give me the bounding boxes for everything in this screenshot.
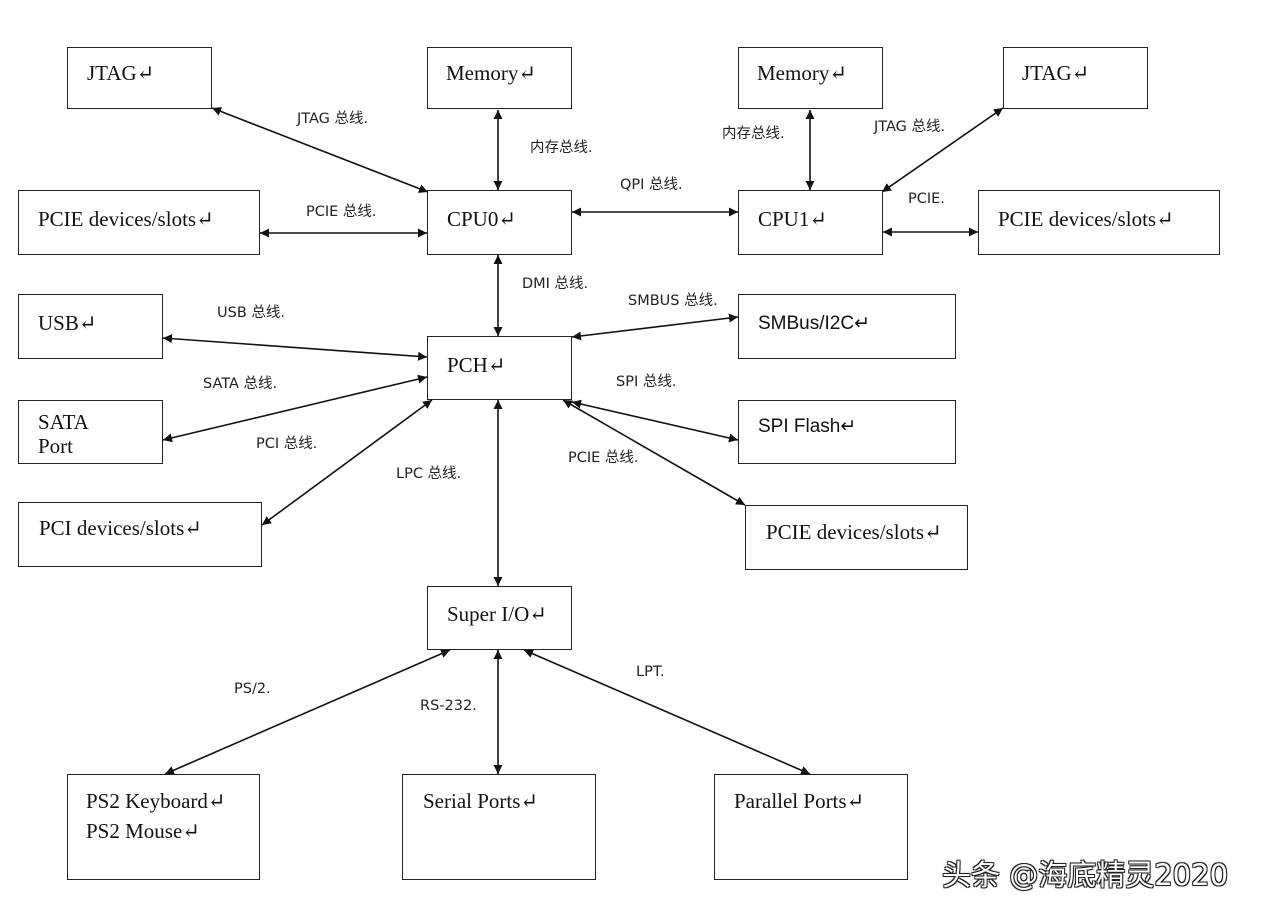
pcie-devices-box-right: PCIE devices/slots↵ xyxy=(978,190,1220,255)
jtag-label: JTAG↵ xyxy=(87,61,155,85)
pcie-label-right: PCIE. xyxy=(908,191,945,207)
sata-port-box: SATA Port xyxy=(18,400,163,464)
memory-label: Memory↵ xyxy=(757,61,847,85)
pch-box: PCH↵ xyxy=(427,336,572,400)
jtag-label: JTAG↵ xyxy=(1022,61,1090,85)
jtag-bus-label-right: JTAG 总线. xyxy=(874,119,946,135)
super-io-box: Super I/O↵ xyxy=(427,586,572,650)
serial-ports-box: Serial Ports↵ xyxy=(402,774,596,880)
usb-pch-link xyxy=(162,334,428,361)
pcie-bus-label-bottom: PCIE 总线. xyxy=(568,450,639,466)
cpu0-box: CPU0↵ xyxy=(427,190,572,255)
pcie-devices-box-bottom: PCIE devices/slots↵ xyxy=(745,505,968,570)
dmi-bus-label: DMI 总线. xyxy=(522,276,589,292)
super-io-label: Super I/O↵ xyxy=(447,602,547,626)
ps2-bus-label: PS/2. xyxy=(234,681,271,697)
pci-bus-label: PCI 总线. xyxy=(256,436,318,452)
spi-flash-label: SPI Flash↵ xyxy=(758,416,857,437)
jtag-box-left: JTAG↵ xyxy=(67,47,212,109)
jtag0-cpu0-link xyxy=(211,107,429,193)
pcie-devices-label: PCIE devices/slots↵ xyxy=(766,520,942,544)
pch-spi-link xyxy=(571,399,739,443)
sata-port-label: SATA Port xyxy=(38,410,89,458)
pcie-devices-label: PCIE devices/slots↵ xyxy=(998,207,1174,231)
pch-pcie-bottom-link xyxy=(562,399,746,506)
parallel-ports-box: Parallel Ports↵ xyxy=(714,774,908,880)
usb-label: USB↵ xyxy=(38,311,97,335)
rs232-bus-label: RS-232. xyxy=(420,698,477,714)
memory-bus-label-cpu0: 内存总线. xyxy=(530,140,593,156)
lpc-bus-label: LPC 总线. xyxy=(396,466,462,482)
pci-pch-link xyxy=(261,399,433,526)
memory-label: Memory↵ xyxy=(446,61,536,85)
memory-box-cpu0: Memory↵ xyxy=(427,47,572,109)
memory-bus-label-cpu1: 内存总线. xyxy=(722,126,785,142)
smbus-i2c-box: SMBus/I2C↵ xyxy=(738,294,956,359)
spi-bus-label: SPI 总线. xyxy=(616,374,677,390)
ps2-devices-label: PS2 Keyboard↵ PS2 Mouse↵ xyxy=(86,789,226,843)
serial-ports-label: Serial Ports↵ xyxy=(423,789,539,813)
watermark: 头条 @海底精灵2020 xyxy=(942,858,1229,892)
jtag-box-right: JTAG↵ xyxy=(1003,47,1148,109)
superio-parallel-link xyxy=(523,649,811,775)
cpu1-label: CPU1↵ xyxy=(758,207,827,231)
usb-box: USB↵ xyxy=(18,294,163,359)
lpt-bus-label: LPT. xyxy=(636,664,665,680)
smbus-i2c-label: SMBus/I2C↵ xyxy=(758,313,871,334)
usb-bus-label: USB 总线. xyxy=(217,305,285,321)
pci-devices-label: PCI devices/slots↵ xyxy=(39,516,202,540)
superio-ps2-link xyxy=(164,649,451,775)
cpu1-box: CPU1↵ xyxy=(738,190,883,255)
sata-bus-label: SATA 总线. xyxy=(203,376,278,392)
jtag-bus-label-left: JTAG 总线. xyxy=(297,111,369,127)
pcie-devices-box-left: PCIE devices/slots↵ xyxy=(18,190,260,255)
pcie-bus-label-left: PCIE 总线. xyxy=(306,204,377,220)
ps2-devices-box: PS2 Keyboard↵ PS2 Mouse↵ xyxy=(67,774,260,880)
smbus-bus-label: SMBUS 总线. xyxy=(628,293,718,309)
cpu0-label: CPU0↵ xyxy=(447,207,516,231)
jtag1-cpu1-link xyxy=(881,107,1004,193)
pcie-devices-label: PCIE devices/slots↵ xyxy=(38,207,214,231)
memory-box-cpu1: Memory↵ xyxy=(738,47,883,109)
pch-smbus-link xyxy=(571,313,739,341)
parallel-ports-label: Parallel Ports↵ xyxy=(734,789,865,813)
spi-flash-box: SPI Flash↵ xyxy=(738,400,956,464)
pch-label: PCH↵ xyxy=(447,353,506,377)
qpi-bus-label: QPI 总线. xyxy=(620,177,683,193)
pci-devices-box: PCI devices/slots↵ xyxy=(18,502,262,567)
